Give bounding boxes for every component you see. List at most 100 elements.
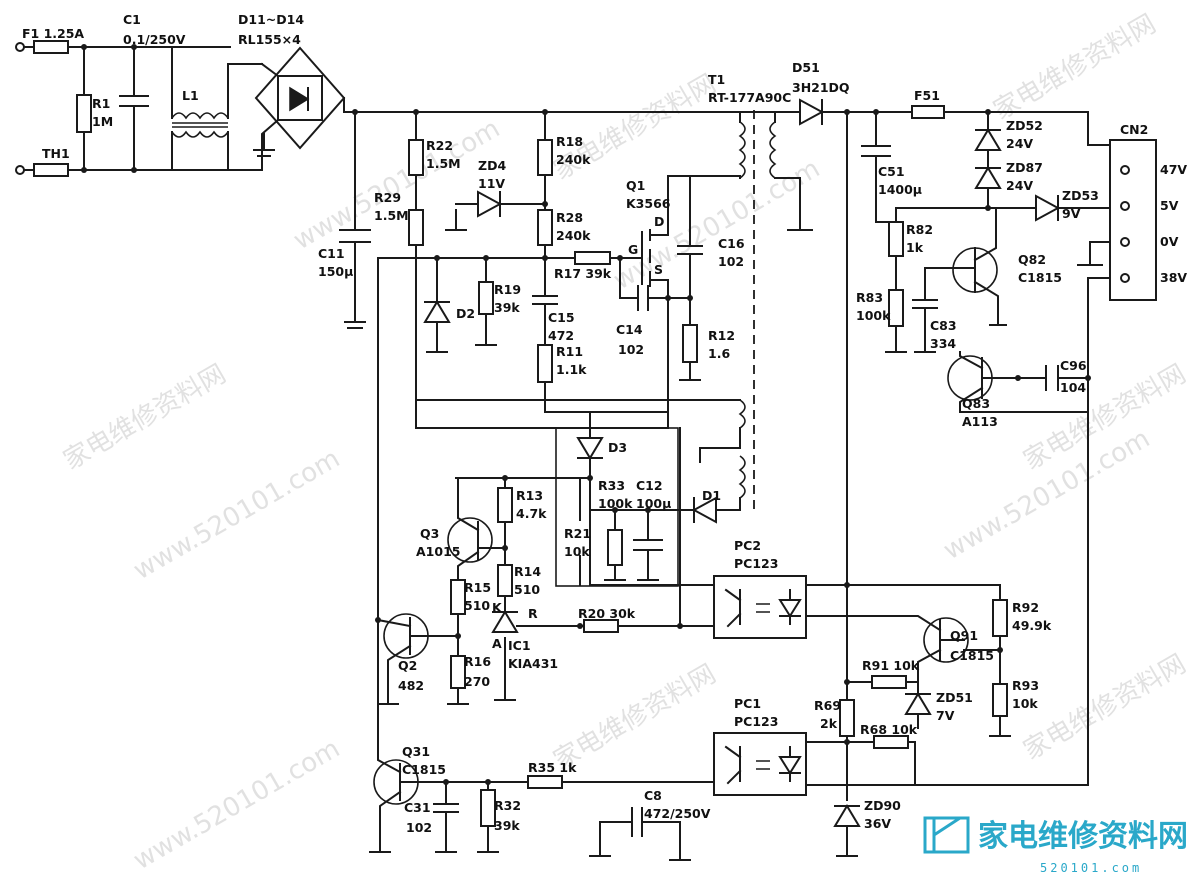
watermark-text: www.520101.com: [129, 444, 346, 586]
label-r13-value: 4.7k: [516, 506, 547, 521]
transistor-q82: [952, 247, 998, 293]
label-q31-value: C1815: [402, 762, 446, 777]
label-r35: R35 1k: [528, 760, 577, 775]
label-zd4-value: 11V: [478, 176, 505, 191]
label-zd87-value: 24V: [1006, 178, 1033, 193]
label-c8-name: C8: [644, 788, 662, 803]
label-r69-value: 2k: [820, 716, 838, 731]
label-c11-value: 150μ: [318, 264, 353, 279]
resistor-r19: [478, 281, 494, 315]
inductor-l1: [171, 112, 229, 120]
label-zd4-name: ZD4: [478, 158, 506, 173]
label-r33-name: R33: [598, 478, 625, 493]
label-r21-name: R21: [564, 526, 591, 541]
zener-zd90: [833, 804, 861, 827]
logo-subtitle: 520101.com: [1040, 861, 1142, 875]
resistor-r68: [873, 735, 909, 749]
label-pc2-value: PC123: [734, 556, 778, 571]
label-zd53-name: ZD53: [1062, 188, 1099, 203]
resistor-r29: [408, 209, 424, 246]
resistor-r1: [76, 94, 92, 133]
label-zd51-name: ZD51: [936, 690, 973, 705]
label-r29-name: R29: [374, 190, 401, 205]
label-pc1-value: PC123: [734, 714, 778, 729]
resistor-r35: [527, 775, 563, 789]
label-r93-value: 10k: [1012, 696, 1038, 711]
label-r13-name: R13: [516, 488, 543, 503]
label-source: S: [654, 262, 663, 277]
resistor-r14: [497, 564, 513, 597]
label-r93-name: R93: [1012, 678, 1039, 693]
label-ic1-value: KIA431: [508, 656, 558, 671]
zener-zd51: [904, 692, 932, 715]
label-c1-value: 0.1/250V: [123, 32, 186, 47]
label-r15-name: R15: [464, 580, 491, 595]
label-q83-name: Q83: [962, 396, 990, 411]
resistor-r92: [992, 599, 1008, 637]
label-r28-name: R28: [556, 210, 583, 225]
input-terminal: [15, 165, 25, 175]
connector-cn2: [1109, 139, 1157, 301]
label-f1: F1 1.25A: [22, 26, 84, 41]
resistor-r28: [537, 209, 553, 246]
transformer-t1-aux: [738, 399, 746, 429]
resistor-r69: [839, 699, 855, 737]
label-r16-name: R16: [464, 654, 491, 669]
label-c14-name: C14: [616, 322, 643, 337]
label-pin-0v: 0V: [1160, 234, 1179, 249]
label-c15-value: 472: [548, 328, 574, 343]
zener-zd52: [974, 128, 1002, 151]
label-r33-value: 100k: [598, 496, 633, 511]
label-q3-name: Q3: [420, 526, 439, 541]
transformer-t1-secondary: [769, 121, 777, 179]
label-cn2: CN2: [1120, 122, 1148, 137]
label-r22-value: 1.5M: [426, 156, 461, 171]
label-c8-value: 472/250V: [644, 806, 711, 821]
label-r1-value: 1M: [92, 114, 113, 129]
label-r12-value: 1.6: [708, 346, 730, 361]
diode-d1: [691, 496, 717, 524]
label-r1-name: R1: [92, 96, 110, 111]
label-r69-name: R69: [814, 698, 841, 713]
label-r32-value: 39k: [494, 818, 520, 833]
label-d11-d14-value: RL155×4: [238, 32, 301, 47]
label-pin-5v: 5V: [1160, 198, 1179, 213]
label-zd51-value: 7V: [936, 708, 955, 723]
label-r18-name: R18: [556, 134, 583, 149]
label-zd52-name: ZD52: [1006, 118, 1043, 133]
label-pc1-name: PC1: [734, 696, 761, 711]
label-zd53-value: 9V: [1062, 206, 1081, 221]
label-c1-name: C1: [123, 12, 141, 27]
label-pin-47v: 47V: [1160, 162, 1187, 177]
transistor-q91: [923, 617, 969, 663]
resistor-r16: [450, 655, 466, 689]
resistor-r17: [574, 251, 611, 265]
label-zd90-value: 36V: [864, 816, 891, 831]
label-zd52-value: 24V: [1006, 136, 1033, 151]
label-c83-name: C83: [930, 318, 957, 333]
resistor-r91: [871, 675, 907, 689]
label-q91-name: Q91: [950, 628, 978, 643]
label-r17: R17 39k: [554, 266, 612, 281]
label-c96-value: 104: [1060, 380, 1086, 395]
label-ic1-name: IC1: [508, 638, 531, 653]
zener-zd4: [477, 190, 503, 218]
label-d51-value: 3H21DQ: [792, 80, 850, 95]
label-r32-name: R32: [494, 798, 521, 813]
label-zd87-name: ZD87: [1006, 160, 1043, 175]
label-c15-name: C15: [548, 310, 575, 325]
label-r19-value: 39k: [494, 300, 520, 315]
transistor-q3: [447, 517, 493, 563]
resistor-r32: [480, 789, 496, 827]
label-q83-value: A113: [962, 414, 998, 429]
label-q31-name: Q31: [402, 744, 430, 759]
label-pin-38v: 38V: [1160, 270, 1187, 285]
label-r14-value: 510: [514, 582, 540, 597]
label-r16-value: 270: [464, 674, 490, 689]
label-q3-value: A1015: [416, 544, 460, 559]
label-d2: D2: [456, 306, 475, 321]
component-labels: F1 1.25A C1 0.1/250V D11~D14 RL155×4 L1 …: [22, 12, 1187, 835]
watermark-text: www.520101.com: [129, 734, 346, 876]
label-c51-name: C51: [878, 164, 905, 179]
label-r15-value: 510: [464, 598, 490, 613]
